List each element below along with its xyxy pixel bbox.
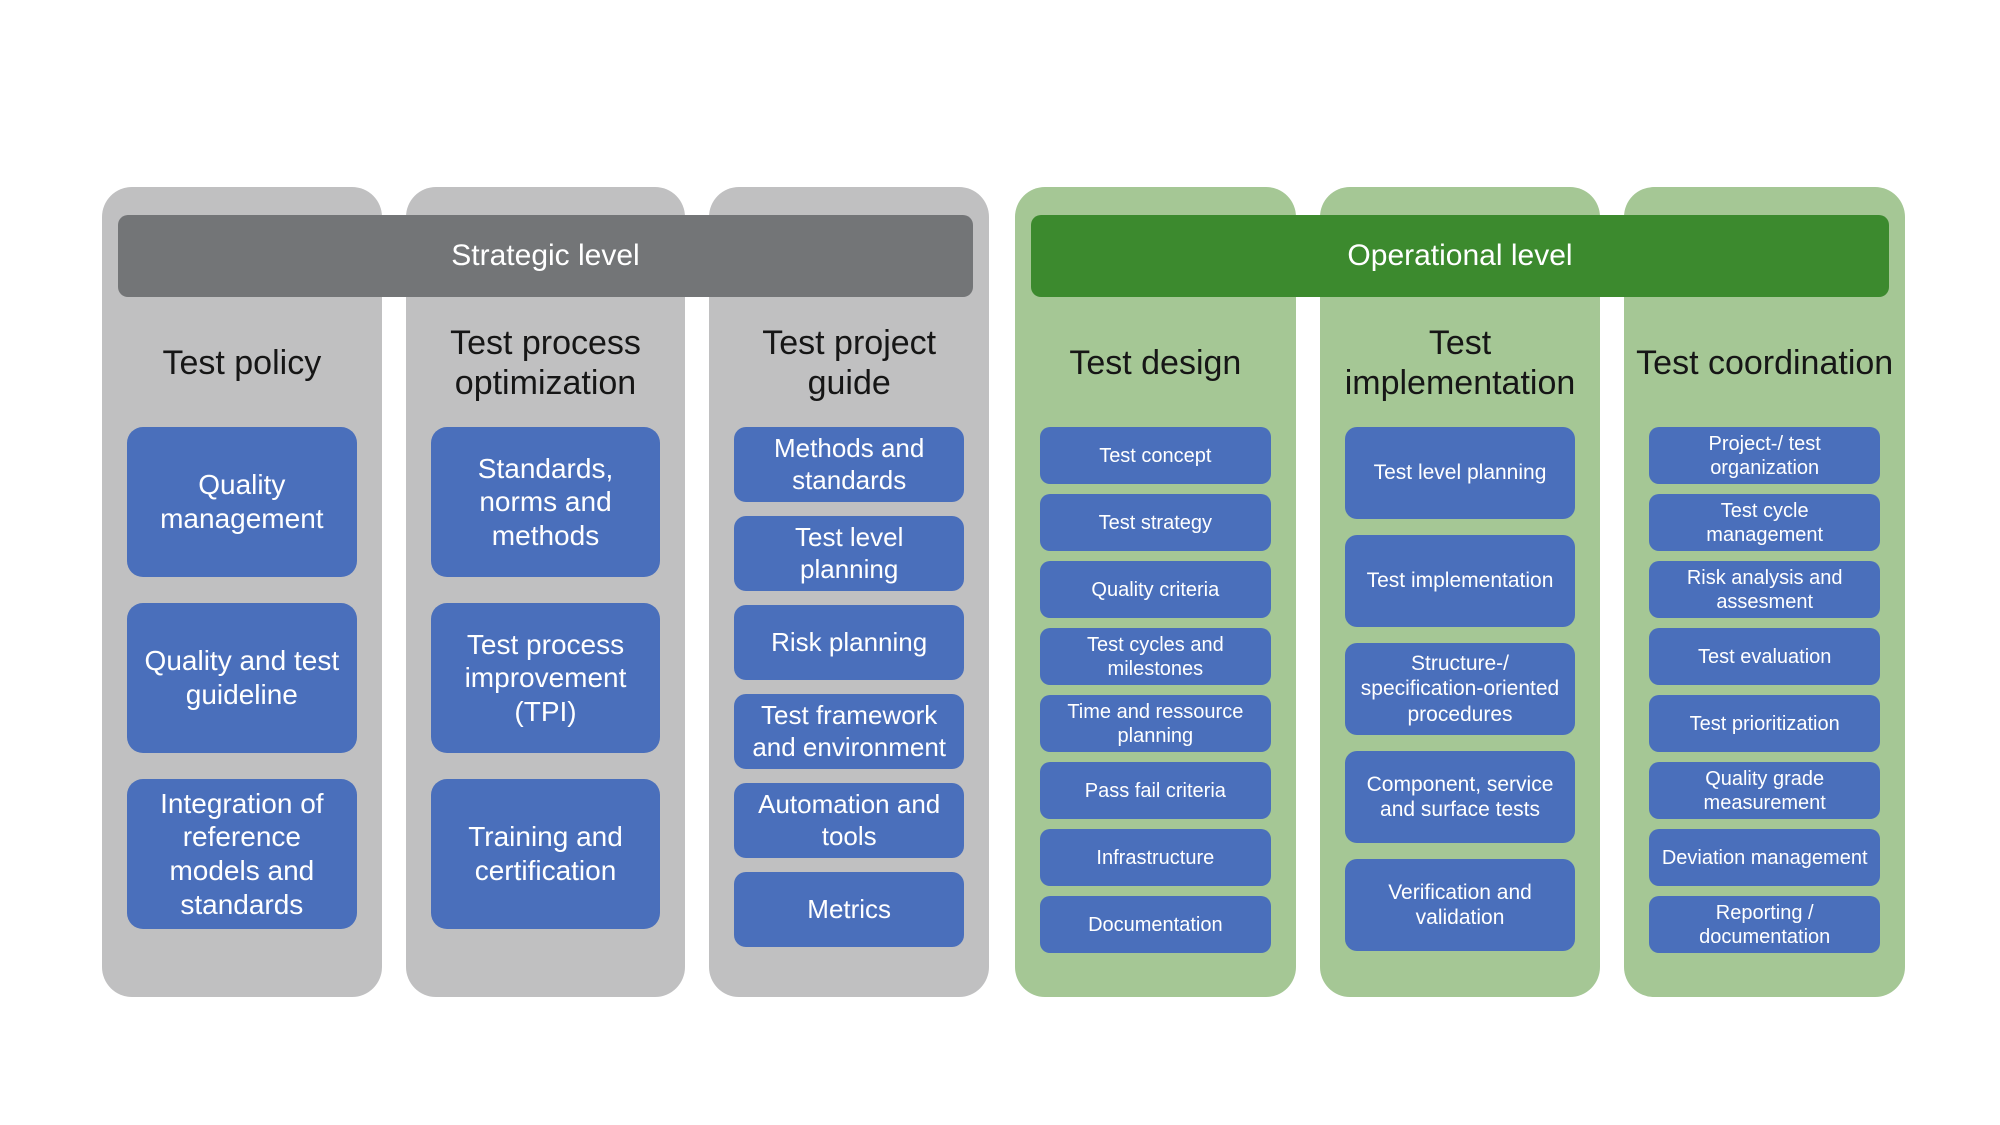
item-box-time-and-ressource-planning: Time and ressource planning [1040, 695, 1271, 752]
column-title: Test project guide [762, 323, 937, 402]
item-box-test-level-planning: Test level planning [734, 516, 965, 591]
item-box-test-process-improvement-tpi: Test process improvement (TPI) [430, 603, 661, 753]
item-box-reporting-documentation: Reporting / documentation [1649, 896, 1881, 953]
column-title: Test process optimization [450, 323, 641, 402]
item-box-quality-grade-measurement: Quality grade measurement [1649, 762, 1881, 819]
item-box-test-framework-and-environment: Test framework and environment [734, 694, 965, 769]
column-title: Test policy [162, 343, 322, 382]
column-title: Test design [1069, 343, 1242, 382]
item-box-project-test-organization: Project-/ test organization [1649, 427, 1881, 484]
item-box-metrics: Metrics [734, 872, 965, 947]
item-box-component-service-and-surface-tests: Component, service and surface tests [1344, 751, 1576, 843]
item-box-quality-and-test-guideline: Quality and test guideline [127, 603, 357, 753]
item-box-risk-planning: Risk planning [734, 605, 965, 680]
item-box-standards-norms-and-methods: Standards, norms and methods [430, 427, 661, 577]
item-box-verification-and-validation: Verification and validation [1344, 859, 1576, 951]
item-box-integration-of-reference-models-and-standards: Integration of reference models and stan… [127, 779, 357, 929]
column-title: Test coordination [1636, 343, 1894, 382]
item-box-quality-management: Quality management [127, 427, 357, 577]
item-box-quality-criteria: Quality criteria [1040, 561, 1271, 618]
item-box-test-evaluation: Test evaluation [1649, 628, 1881, 685]
operational-level-bar: Operational level [1031, 215, 1889, 297]
item-box-structure-specification-oriented-procedures: Structure-/ specification-oriented proce… [1344, 643, 1576, 735]
item-box-documentation: Documentation [1040, 896, 1271, 953]
item-box-test-cycle-management: Test cycle management [1649, 494, 1881, 551]
operational-level-label: Operational level [1347, 239, 1573, 272]
item-box-deviation-management: Deviation management [1649, 829, 1881, 886]
item-box-test-concept: Test concept [1040, 427, 1271, 484]
item-box-test-prioritization: Test prioritization [1649, 695, 1881, 752]
item-box-test-implementation: Test implementation [1344, 535, 1576, 627]
item-box-test-level-planning: Test level planning [1344, 427, 1576, 519]
strategic-level-label: Strategic level [451, 239, 640, 272]
item-box-risk-analysis-and-assesment: Risk analysis and assesment [1649, 561, 1881, 618]
strategic-level-bar: Strategic level [118, 215, 973, 297]
item-box-methods-and-standards: Methods and standards [734, 427, 965, 502]
item-box-training-and-certification: Training and certification [430, 779, 661, 929]
item-box-test-cycles-and-milestones: Test cycles and milestones [1040, 628, 1271, 685]
item-box-automation-and-tools: Automation and tools [734, 783, 965, 858]
item-box-pass-fail-criteria: Pass fail criteria [1040, 762, 1271, 819]
column-title: Test implementation [1344, 323, 1576, 402]
item-box-infrastructure: Infrastructure [1040, 829, 1271, 886]
item-box-test-strategy: Test strategy [1040, 494, 1271, 551]
